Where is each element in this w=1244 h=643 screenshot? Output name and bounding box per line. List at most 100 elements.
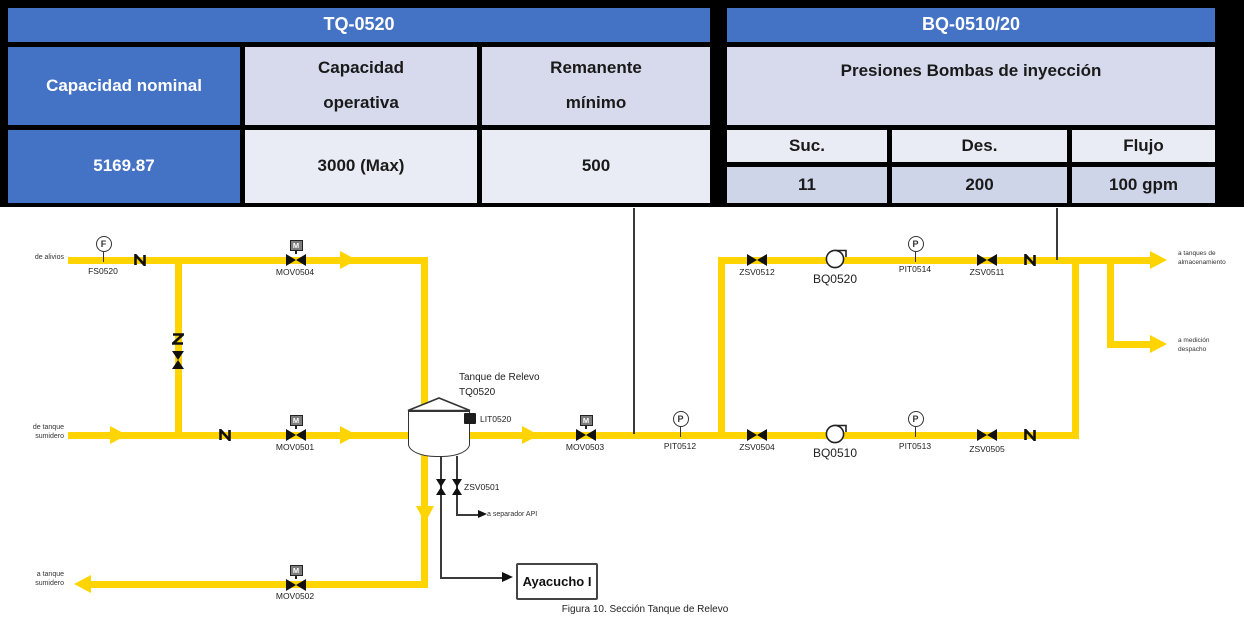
check-valve-icon	[133, 251, 147, 269]
flow-arrow-icon	[110, 426, 127, 444]
valve-mov0503-icon: M	[575, 415, 597, 441]
zsv0512-label: ZSV0512	[739, 267, 775, 277]
valve-zsv0501-icon	[452, 479, 462, 495]
arrow-to-ayacucho-icon	[502, 572, 513, 582]
figure-caption: Figura 10. Sección Tanque de Relevo	[561, 604, 729, 615]
line-to-ayacucho	[440, 577, 502, 579]
hand-valve-vertical-icon	[172, 351, 184, 369]
stream-a-tanques-almacenamiento: a tanques de almacenamiento	[1178, 250, 1226, 266]
flow-arrow-icon	[340, 251, 357, 269]
zsv0505-label: ZSV0505	[969, 444, 1005, 454]
pipe-vert-pump-right	[1072, 260, 1079, 436]
instrument-letter: P	[907, 236, 924, 252]
flow-arrow-sump-icon	[74, 575, 91, 593]
stream-a-medicion-despacho: a medición despacho	[1178, 337, 1210, 353]
value-flujo: 100 gpm	[1072, 167, 1215, 203]
pit0514-label: PIT0514	[898, 264, 932, 274]
pipe-vert-metering	[1107, 260, 1114, 348]
flow-arrow-storage-icon	[1150, 251, 1167, 269]
pipe-metering-out	[1107, 341, 1152, 348]
motor-box: M	[289, 415, 303, 426]
valve-zsv0512-icon	[747, 254, 767, 266]
instrument-letter: P	[907, 411, 924, 427]
value-remanente-minimo: 500	[482, 130, 710, 203]
valve-mov0504-icon: M	[285, 240, 307, 266]
lit0520-label: LIT0520	[480, 414, 512, 424]
flow-arrow-down-icon	[416, 506, 434, 523]
pipe-vert-bypass	[175, 260, 182, 436]
pit0513-label: PIT0513	[898, 441, 932, 451]
check-valve-icon	[1023, 426, 1037, 444]
line-to-api	[456, 514, 478, 516]
fs0520-label: FS0520	[88, 266, 118, 276]
instrument-letter: P	[672, 411, 689, 427]
value-capacidad-nominal: 5169.87	[8, 130, 240, 203]
header-capacidad-operativa: Capacidad operativa	[245, 47, 477, 125]
pressure-indicator-pit0513-icon: P	[907, 411, 924, 437]
pressure-indicator-pit0514-icon: P	[907, 236, 924, 262]
pressure-indicator-pit0512-icon: P	[672, 411, 689, 437]
flow-arrow-icon	[522, 426, 539, 444]
value-suc: 11	[727, 167, 887, 203]
flow-arrow-metering-icon	[1150, 335, 1167, 353]
pipe-bottom-sump	[90, 581, 428, 588]
value-capacidad-operativa: 3000 (Max)	[245, 130, 477, 203]
valve-zsv0505-icon	[977, 429, 997, 441]
bq0520-label: BQ0520	[812, 272, 858, 286]
table-bq0510-20: BQ-0510/20 Presiones Bombas de inyección…	[727, 8, 1215, 203]
mov0503-label: MOV0503	[565, 442, 605, 452]
motor-box: M	[289, 565, 303, 576]
pipe-reliefs-top	[68, 257, 428, 264]
check-valve-icon	[218, 426, 232, 444]
stream-a-separador-api: a separador API	[487, 511, 538, 518]
tank-tq0520	[408, 411, 470, 457]
tank-tag: TQ0520	[459, 386, 496, 398]
table-leader-line	[633, 208, 635, 434]
zsv0504-label: ZSV0504	[739, 442, 775, 452]
pipe-main-middle	[68, 432, 1079, 439]
valve-zsv0504-icon	[747, 429, 767, 441]
tank-drain-line	[440, 456, 442, 578]
bq0510-label: BQ0510	[812, 446, 858, 460]
value-des: 200	[892, 167, 1067, 203]
stream-de-tanque-sumidero: de tanque sumidero	[32, 424, 64, 441]
pipe-pump-top	[718, 257, 1152, 264]
check-valve-icon	[1023, 251, 1037, 269]
table-tq0520-title: TQ-0520	[8, 8, 710, 42]
pump-bq0520-icon	[824, 247, 849, 270]
valve-mov0502-icon: M	[285, 565, 307, 591]
valve-zsv0511-icon	[977, 254, 997, 266]
arrow-to-api-icon	[478, 510, 487, 518]
zsv0511-label: ZSV0511	[969, 267, 1005, 277]
header-capacidad-nominal: Capacidad nominal	[8, 47, 240, 125]
header-des: Des.	[892, 130, 1067, 162]
table-tq0520: TQ-0520 Capacidad nominal Capacidad oper…	[8, 8, 710, 203]
stream-de-alivios: de alivios	[34, 254, 64, 261]
zsv0501-label: ZSV0501	[464, 482, 500, 492]
pipe-vert-pump-left	[718, 260, 725, 436]
table-bq-title: BQ-0510/20	[727, 8, 1215, 42]
mov0504-label: MOV0504	[275, 267, 315, 277]
motor-box: M	[579, 415, 593, 426]
pump-bq0510-icon	[824, 422, 849, 445]
header-suc: Suc.	[727, 130, 887, 162]
flow-indicator-fs0520-icon: F	[95, 236, 112, 262]
ayacucho-box: Ayacucho I	[516, 563, 598, 600]
instrument-letter: F	[95, 236, 112, 252]
tank-label: Tanque de Relevo TQ0520	[459, 371, 540, 400]
tank-roof-icon	[404, 396, 474, 412]
header-flujo: Flujo	[1072, 130, 1215, 162]
table-leader-line	[1056, 208, 1058, 260]
valve-mov0501-icon: M	[285, 415, 307, 441]
mov0501-label: MOV0501	[275, 442, 315, 452]
tank-name: Tanque de Relevo	[459, 372, 540, 383]
check-valve-vertical-icon	[169, 332, 187, 346]
header-presiones-bombas: Presiones Bombas de inyección	[727, 47, 1215, 125]
motor-box: M	[289, 240, 303, 251]
pit0512-label: PIT0512	[663, 441, 697, 451]
stream-a-tanque-sumidero: a tanque sumidero	[35, 571, 64, 588]
mov0502-label: MOV0502	[275, 591, 315, 601]
valve-drain-vertical-icon	[436, 479, 446, 495]
flow-arrow-icon	[340, 426, 357, 444]
